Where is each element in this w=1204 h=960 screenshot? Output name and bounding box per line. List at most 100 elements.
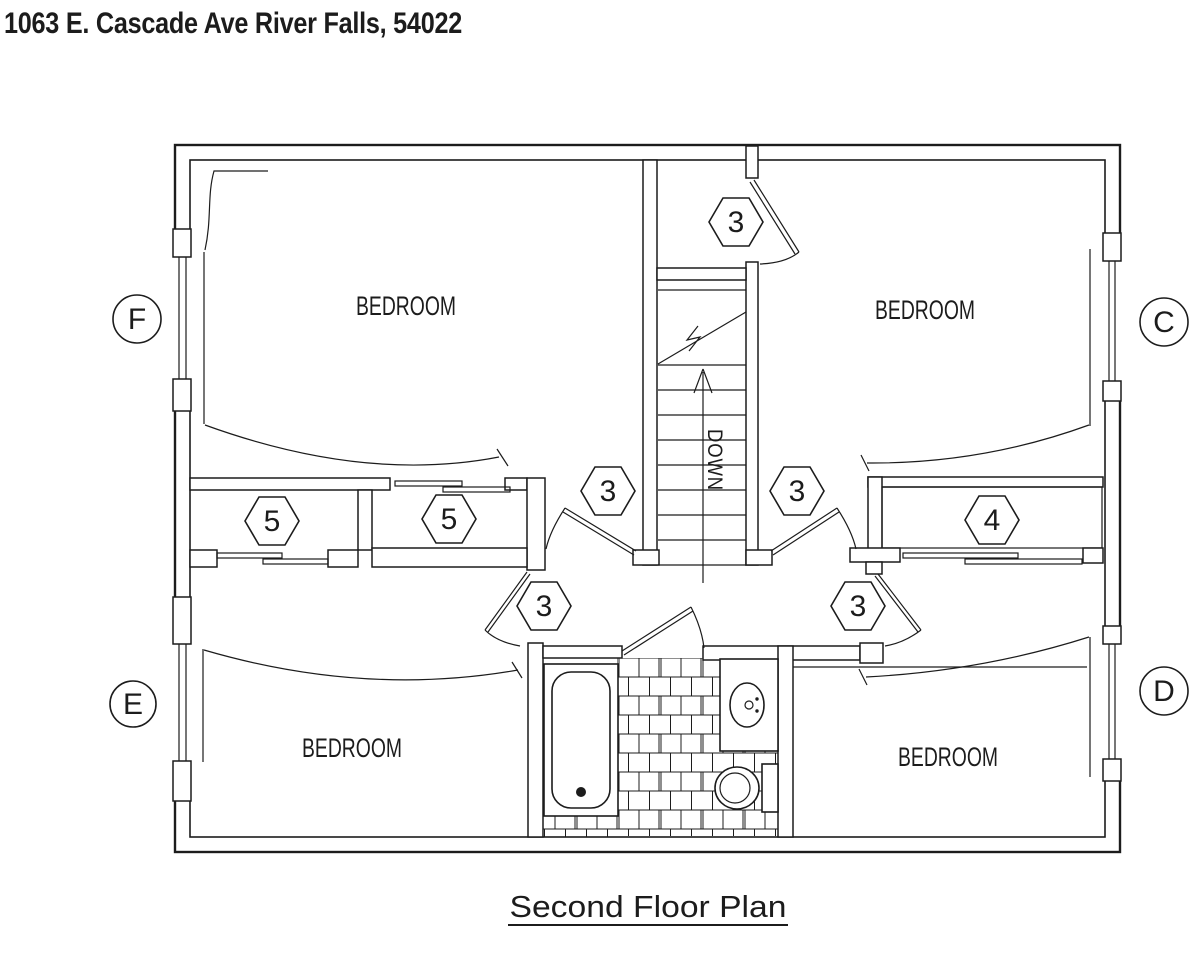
hexagon-icon <box>708 197 764 247</box>
window-jamb <box>1102 625 1122 645</box>
window-jamb <box>172 378 192 412</box>
door-tag-number: 5 <box>441 503 458 536</box>
window-jamb <box>172 760 192 802</box>
window-west-lower <box>171 596 193 802</box>
hexagon-icon <box>830 581 886 631</box>
door-tag-hall-right: 3 <box>769 466 825 516</box>
toilet-tank <box>761 763 779 813</box>
caption-group: Second Floor Plan <box>508 889 788 926</box>
hexagon-icon <box>580 466 636 516</box>
reference-markers: F C E D <box>109 294 1189 728</box>
stair-direction-arrow <box>693 368 713 583</box>
wall-segment <box>542 645 623 659</box>
room-label-bedroom-bottom-right: BEDROOM <box>898 742 998 772</box>
door-leaf <box>874 573 922 633</box>
toilet <box>714 763 779 813</box>
tap-handle-icon <box>755 697 759 701</box>
door-swing-arc <box>884 629 922 647</box>
door-tag-number: 3 <box>850 590 867 623</box>
door-leaf-open <box>204 170 268 251</box>
sliding-door-panel <box>442 486 511 493</box>
door-tag-number: 3 <box>536 590 553 623</box>
wall-segment <box>656 267 747 281</box>
sliding-doors <box>216 480 1083 565</box>
wall-segment <box>642 159 658 566</box>
door-swing-arc <box>836 507 857 550</box>
drain-icon <box>576 787 586 797</box>
door-leaf <box>562 507 637 556</box>
circle-icon <box>1139 666 1189 716</box>
door-tag-number: 5 <box>264 505 281 538</box>
window-jamb <box>1102 380 1122 402</box>
stair-break-line <box>657 311 747 365</box>
door-swing-arc <box>545 507 566 550</box>
door-tag-closet-left: 5 <box>244 496 300 546</box>
wall-segment <box>526 477 546 571</box>
arc-end-tick <box>511 661 523 679</box>
wall-segment <box>527 642 544 838</box>
sliding-door-panel <box>964 558 1083 565</box>
reference-marker-east-upper: C <box>1139 297 1189 347</box>
toilet-bowl <box>714 766 760 810</box>
door-swing-arc <box>865 636 1090 678</box>
door-tag-bedroom-bottom-left: 3 <box>516 581 572 631</box>
drawing-caption: Second Floor Plan <box>510 889 787 924</box>
wall-segment <box>632 549 660 566</box>
reference-marker-west-lower: E <box>109 680 157 728</box>
wall-segment <box>745 145 759 179</box>
wall-segment <box>849 547 901 563</box>
door-tag-number: 4 <box>984 504 1001 537</box>
doors <box>202 170 1091 777</box>
room-label-bedroom-top-right: BEDROOM <box>875 295 975 325</box>
wall-segment <box>327 549 359 568</box>
wall-segment <box>189 549 218 568</box>
sliding-door-panel <box>216 552 283 559</box>
bedroom-door-swings <box>202 170 1091 777</box>
reference-letter: F <box>128 303 146 336</box>
door-tags: 3 3 3 3 3 5 5 4 <box>244 197 1020 631</box>
sliding-door-panel <box>262 558 329 565</box>
wall-segment <box>745 261 759 566</box>
door-swing-arc <box>866 424 1090 464</box>
wall-segment <box>865 561 883 575</box>
bathtub <box>543 663 619 817</box>
room-label-bedroom-bottom-left: BEDROOM <box>302 733 402 763</box>
sliding-door-panel <box>902 552 1019 559</box>
tap-handle-icon <box>755 709 759 713</box>
circle-icon <box>1139 297 1189 347</box>
sink-basin <box>729 682 765 728</box>
windows <box>171 228 1123 802</box>
reference-letter: C <box>1153 306 1175 339</box>
hexagon-icon <box>769 466 825 516</box>
circle-icon <box>112 294 162 344</box>
wall-segment <box>867 476 1104 488</box>
door-swing-arc <box>204 424 500 466</box>
wall-segment <box>867 476 883 551</box>
wall-segment <box>1082 547 1104 564</box>
wall-segment <box>357 489 373 551</box>
toilet-seat <box>719 772 751 804</box>
door-tag-number: 3 <box>728 206 745 239</box>
window-east-lower <box>1101 625 1123 782</box>
wall-segment <box>777 645 794 838</box>
stair-treads <box>658 364 746 566</box>
door-leaf <box>749 179 800 255</box>
closet-outline <box>881 486 1103 549</box>
window-east-upper <box>1101 232 1123 402</box>
stair-down-label: DOWN <box>703 429 726 491</box>
reference-letter: E <box>123 688 143 721</box>
door-tag-hall-left: 3 <box>580 466 636 516</box>
door-swing-arc <box>203 649 519 681</box>
room-label-bedroom-top-left: BEDROOM <box>356 291 456 321</box>
door-tag-number: 3 <box>600 475 617 508</box>
window-west-upper <box>171 228 193 412</box>
bathroom-fixtures <box>543 658 779 817</box>
wall-segment <box>504 477 528 491</box>
hexagon-icon <box>516 581 572 631</box>
page-title: 1063 E. Cascade Ave River Falls, 54022 <box>4 7 462 40</box>
hexagon-icon <box>421 494 477 544</box>
staircase: DOWN <box>657 289 747 583</box>
sink-counter <box>719 658 779 752</box>
wall-segment <box>371 547 528 568</box>
